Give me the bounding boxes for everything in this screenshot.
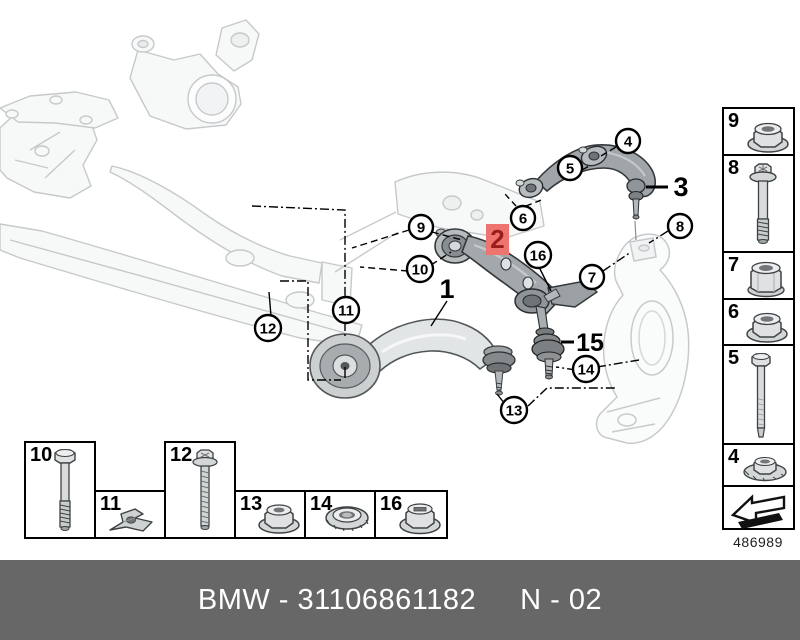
sidebar-part-6[interactable]: 6	[722, 298, 795, 346]
part-label-3[interactable]: 3	[673, 172, 688, 202]
direction-arrow-box	[722, 485, 795, 530]
part-labels: 1 3 15	[439, 172, 688, 357]
serrated-flange-nut-icon	[743, 456, 787, 482]
sidebar-part-8[interactable]: 8	[722, 154, 795, 253]
table-part-10-number: 10	[30, 444, 53, 466]
sidebar-part-9-number: 9	[728, 110, 740, 132]
svg-text:14: 14	[578, 362, 595, 379]
part-label-1[interactable]: 1	[439, 274, 454, 304]
washer-head-bolt-icon	[192, 449, 218, 530]
callout-13[interactable]: 13	[499, 395, 529, 425]
table-part-13-number: 13	[240, 493, 263, 515]
ribbed-collar-nut-icon	[325, 506, 369, 532]
flange-nut-icon	[399, 503, 441, 535]
svg-text:7: 7	[588, 270, 596, 287]
steering-knuckle-ghost-drawing	[595, 233, 690, 444]
callout-4[interactable]: 4	[614, 127, 642, 155]
callout-10[interactable]: 10	[405, 254, 435, 284]
callout-8[interactable]: 8	[666, 212, 694, 240]
sidebar-part-6-number: 6	[728, 301, 740, 323]
flange-bolt-icon	[749, 163, 777, 244]
sidebar-part-4-number: 4	[728, 446, 740, 468]
svg-text:13: 13	[506, 403, 523, 420]
callout-6[interactable]: 6	[509, 204, 537, 232]
table-part-14[interactable]: 14	[304, 490, 376, 539]
exploded-view-drawing: 4 5 6 7 8 9 10 11	[0, 19, 694, 444]
sidebar-part-9[interactable]: 9	[722, 107, 795, 156]
callout-14[interactable]: 14	[571, 354, 601, 384]
callout-7[interactable]: 7	[578, 263, 606, 291]
callout-circles: 4 5 6 7 8 9 10 11	[253, 127, 694, 425]
svg-text:16: 16	[530, 248, 547, 265]
sidebar-part-5-number: 5	[728, 347, 740, 369]
flange-nut-icon	[746, 312, 788, 343]
table-part-12-number: 12	[170, 444, 193, 466]
table-part-12[interactable]: 12	[164, 441, 236, 539]
direction-arrow-icon	[730, 494, 786, 529]
part-2-rear-lower-arm-drawing	[434, 228, 599, 316]
table-part-13[interactable]: 13	[234, 490, 306, 539]
callout-9[interactable]: 9	[407, 213, 435, 241]
svg-text:11: 11	[338, 303, 354, 320]
flange-nut-icon	[747, 122, 789, 153]
sheet-number: 486989	[733, 534, 783, 550]
retaining-clip-icon	[109, 508, 153, 532]
long-bolt-icon	[54, 449, 76, 531]
svg-text:4: 4	[624, 134, 633, 151]
sidebar-part-7-number: 7	[728, 254, 740, 276]
footer-bar: BMW - 31106861182 N - 02	[0, 560, 800, 640]
svg-text:12: 12	[260, 321, 277, 338]
footer-part-number: BMW - 31106861182	[197, 584, 477, 616]
leader-lines	[251, 146, 669, 407]
svg-text:5: 5	[566, 161, 574, 178]
svg-text:6: 6	[519, 211, 527, 228]
part-15-ball-joint-drawing	[531, 305, 565, 380]
subframe-ghost-drawing	[0, 19, 545, 347]
table-part-14-number: 14	[310, 493, 333, 515]
hex-nut-icon	[747, 261, 785, 298]
svg-text:2: 2	[490, 224, 504, 254]
part-1-lower-wishbone-drawing	[309, 318, 516, 399]
svg-text:10: 10	[412, 262, 429, 279]
sidebar-part-4[interactable]: 4	[722, 443, 795, 487]
sidebar-part-7[interactable]: 7	[722, 251, 795, 300]
table-part-16[interactable]: 16	[374, 490, 448, 539]
table-part-11[interactable]: 11	[94, 490, 166, 539]
table-part-10[interactable]: 10	[24, 441, 96, 539]
callout-16[interactable]: 16	[523, 240, 553, 270]
part-label-15[interactable]: 15	[576, 329, 604, 357]
svg-text:8: 8	[676, 219, 684, 236]
sidebar-part-5[interactable]: 5	[722, 344, 795, 445]
highlighted-part-label-2[interactable]: 2	[486, 224, 509, 255]
callout-11[interactable]: 11	[331, 295, 361, 325]
sidebar-part-8-number: 8	[728, 157, 740, 179]
callout-5[interactable]: 5	[556, 154, 584, 182]
table-part-16-number: 16	[380, 493, 403, 515]
flange-lock-nut-icon	[258, 504, 300, 534]
svg-text:9: 9	[417, 220, 425, 237]
long-bolt-icon	[751, 353, 771, 438]
footer-page-code: N - 02	[520, 584, 603, 616]
callout-12[interactable]: 12	[253, 313, 283, 343]
table-part-11-number: 11	[100, 493, 122, 515]
